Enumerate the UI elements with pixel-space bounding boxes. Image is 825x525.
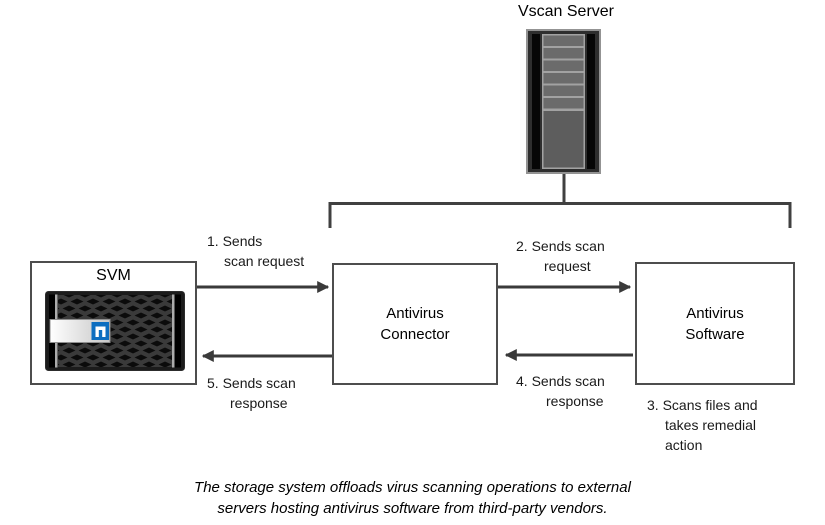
server-bracket-line — [328, 202, 792, 228]
step-5-label: 5. Sends scan response — [207, 373, 296, 413]
netapp-logo-icon — [49, 319, 111, 343]
step-1-label: 1. Sends scan request — [207, 231, 304, 271]
step-2-line2: request — [544, 258, 591, 274]
step-5-line2: response — [230, 395, 288, 411]
antivirus-connector-box: Antivirus Connector — [332, 263, 498, 385]
step-4-line1: 4. Sends scan — [516, 373, 605, 389]
step-5-line1: 5. Sends scan — [207, 375, 296, 391]
step-3-line3: action — [665, 437, 703, 453]
vscan-server-label: Vscan Server — [517, 3, 615, 20]
step-3-label: 3. Scans files and takes remedial action — [647, 395, 758, 455]
antivirus-connector-label-line2: Connector — [380, 326, 450, 343]
server-tower-icon — [526, 29, 601, 174]
svm-label: SVM — [96, 267, 131, 284]
step-1-line1: 1. Sends — [207, 233, 263, 249]
step-1-line2: scan request — [224, 253, 305, 269]
storage-array-icon — [45, 291, 185, 371]
caption-line2: servers hosting antivirus software from … — [217, 500, 608, 517]
svm-box: SVM — [30, 261, 197, 385]
step-2-line1: 2. Sends scan — [516, 238, 605, 254]
antivirus-connector-label-line1: Antivirus — [386, 305, 444, 322]
caption-line1: The storage system offloads virus scanni… — [194, 479, 631, 496]
step-4-label: 4. Sends scan response — [516, 371, 605, 411]
step-4-line2: response — [546, 393, 604, 409]
step-2-label: 2. Sends scan request — [516, 236, 605, 276]
step-3-line1: 3. Scans files and — [647, 397, 758, 413]
antivirus-software-label-line1: Antivirus — [686, 304, 744, 322]
antivirus-software-label-line2: Software — [685, 325, 745, 343]
caption: The storage system offloads virus scanni… — [0, 477, 825, 519]
antivirus-software-box: Antivirus Software — [635, 262, 795, 385]
step-3-line2: takes remedial — [665, 417, 757, 433]
